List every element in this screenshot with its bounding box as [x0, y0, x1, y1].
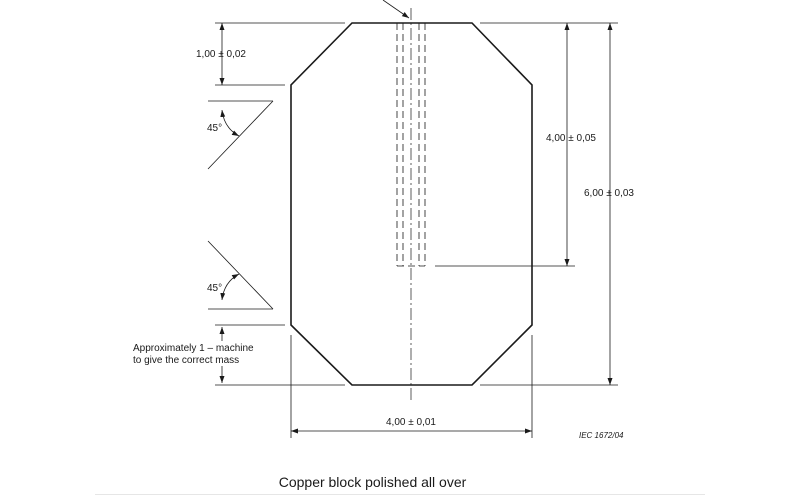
extension-lines [215, 22, 618, 438]
hole-hidden-lines [396, 23, 426, 267]
divider [95, 494, 705, 495]
block-outline [290, 22, 533, 386]
angle-detail-top [207, 100, 274, 170]
dim-total-height: 6,00 ± 0,03 [584, 188, 634, 199]
dim-chamfer-height: 1,00 ± 0,02 [196, 49, 246, 60]
top-leader-arrow [382, 0, 410, 19]
angle-top-label: 45° [207, 123, 222, 134]
note-line-1: Approximately 1 – machine [133, 343, 254, 354]
dim-width: 4,00 ± 0,01 [386, 417, 436, 428]
angle-bottom-label: 45° [207, 283, 222, 294]
note-line-2: to give the correct mass [133, 355, 239, 366]
dim-hole-depth: 4,00 ± 0,05 [546, 133, 596, 144]
angle-detail-bottom [207, 240, 274, 310]
figure-caption: Copper block polished all over [278, 474, 467, 490]
figure-reference: IEC 1672/04 [579, 431, 624, 440]
